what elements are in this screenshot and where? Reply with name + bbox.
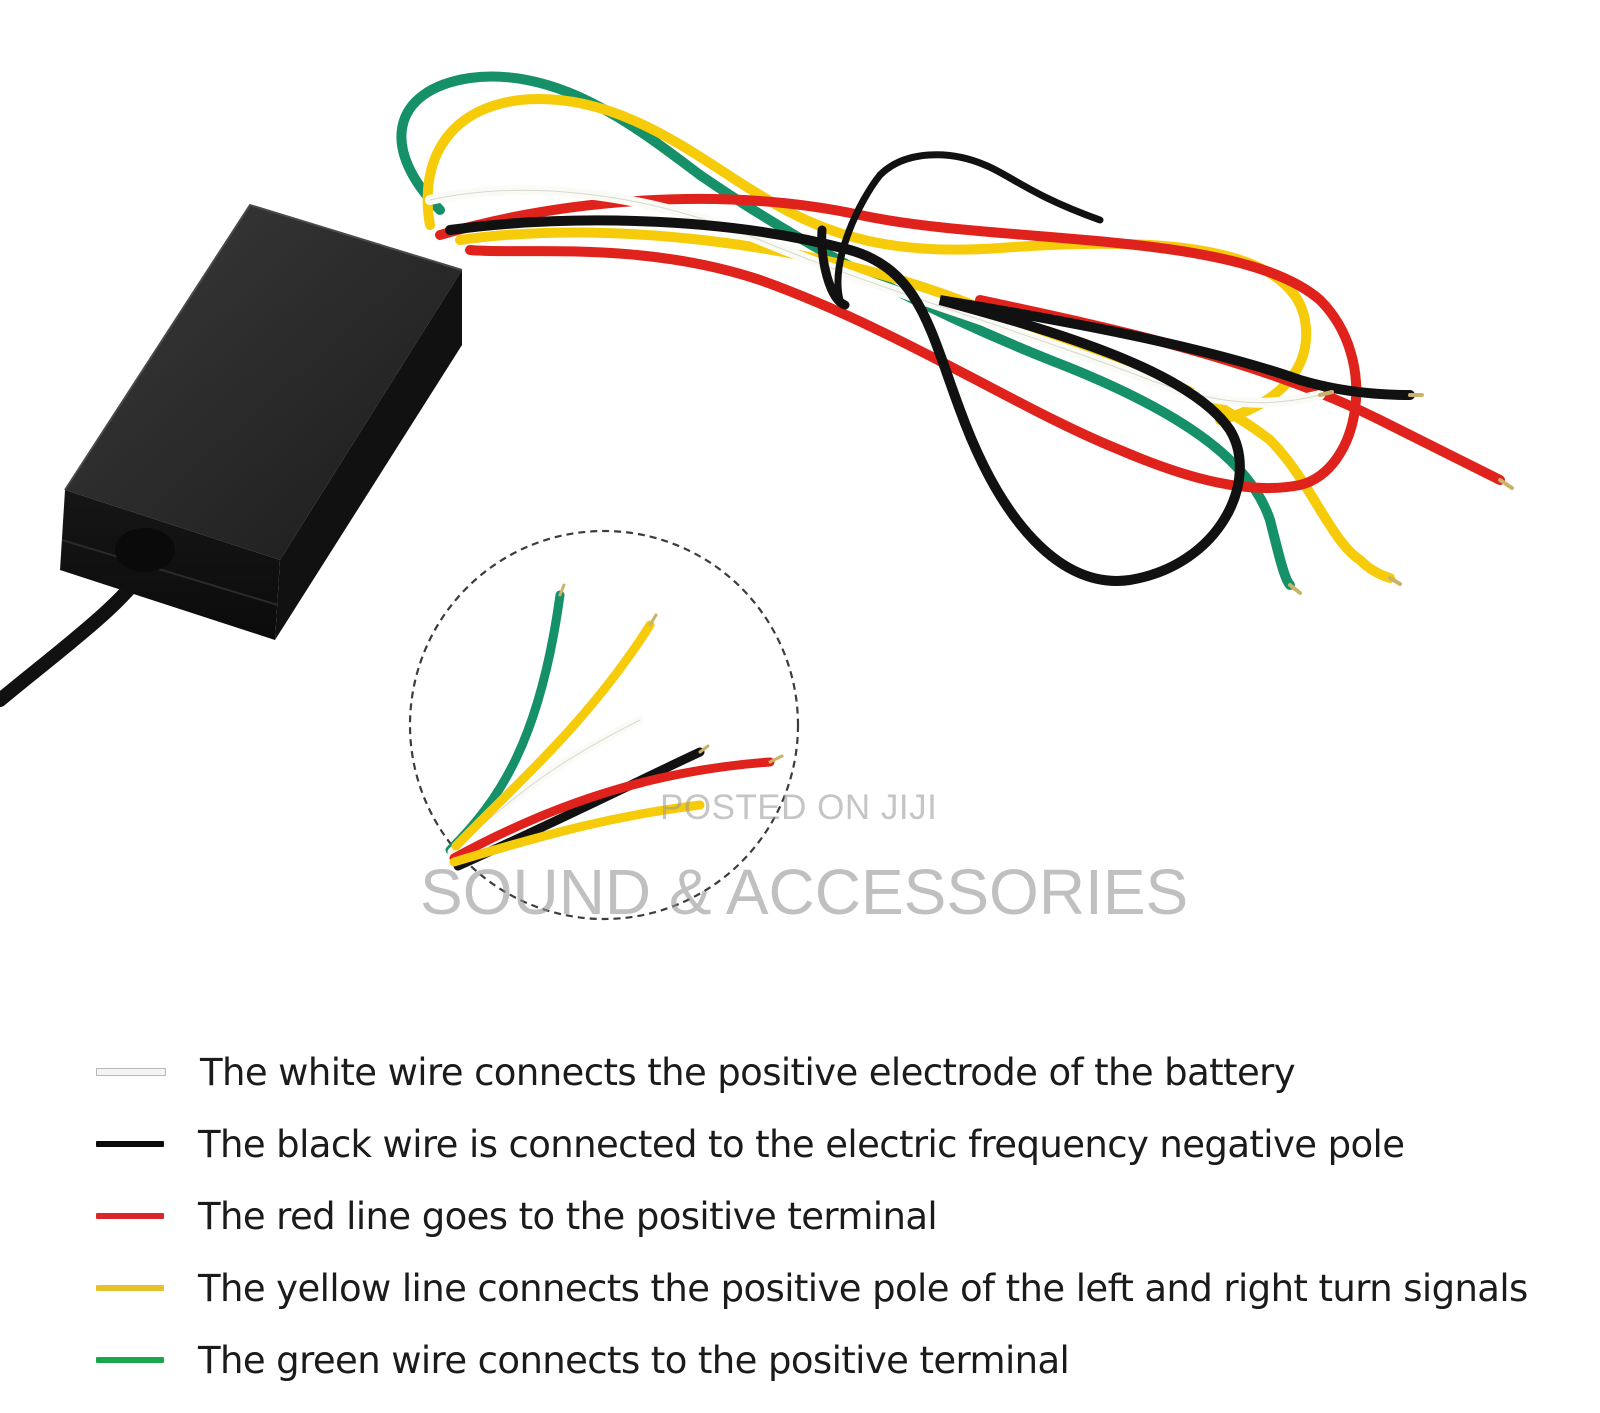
legend-text: The red line goes to the positive termin… <box>198 1194 938 1238</box>
legend-text: The yellow line connects the positive po… <box>198 1266 1528 1310</box>
yellow-swatch-icon <box>96 1285 164 1291</box>
wire-color-legend: The white wire connects the positive ele… <box>96 1036 1576 1396</box>
wire-black <box>445 215 1415 586</box>
watermark-posted-on: POSTED ON JIJI <box>660 788 938 827</box>
legend-item-white: The white wire connects the positive ele… <box>96 1036 1576 1108</box>
red-swatch-icon <box>96 1213 164 1219</box>
legend-item-black: The black wire is connected to the elect… <box>96 1108 1576 1180</box>
legend-item-red: The red line goes to the positive termin… <box>96 1180 1576 1252</box>
wire-bundle <box>0 71 1514 707</box>
product-photo-wiring-controller <box>0 71 1514 921</box>
green-swatch-icon <box>96 1357 164 1363</box>
wire-green <box>396 71 1295 590</box>
detail-magnifier <box>408 529 800 921</box>
wire-red <box>435 193 1362 494</box>
watermark-store-name: SOUND & ACCESSORIES <box>420 856 1189 928</box>
white-swatch-icon <box>96 1068 166 1076</box>
wire-yellow <box>422 94 1312 425</box>
legend-text: The black wire is connected to the elect… <box>198 1122 1405 1166</box>
twist-tie <box>834 151 1104 304</box>
legend-text: The green wire connects to the positive … <box>198 1338 1070 1382</box>
controller-box <box>60 203 463 640</box>
legend-text: The white wire connects the positive ele… <box>200 1050 1296 1094</box>
legend-item-yellow: The yellow line connects the positive po… <box>96 1252 1576 1324</box>
legend-item-green: The green wire connects to the positive … <box>96 1324 1576 1396</box>
black-swatch-icon <box>96 1141 164 1147</box>
